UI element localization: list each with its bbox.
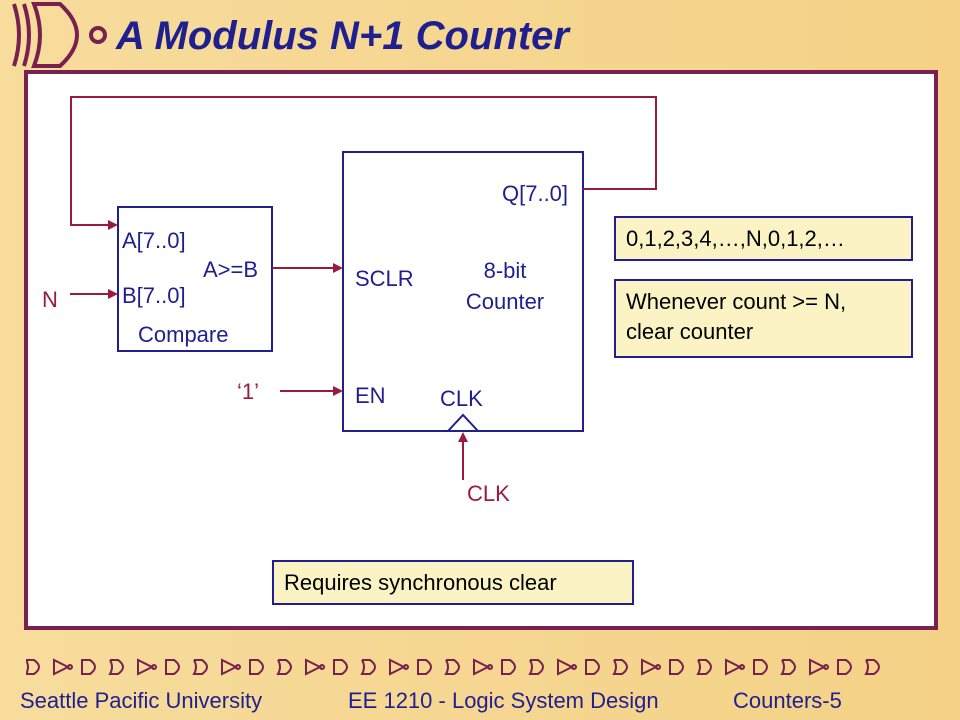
gate-decoration-icon xyxy=(221,658,242,676)
gate-row-decoration xyxy=(26,658,880,676)
sequence-note-text: 0,1,2,3,4,…,N,0,1,2,… xyxy=(626,226,845,251)
footer-course: EE 1210 - Logic System Design xyxy=(348,688,659,713)
counter-port-clk: CLK xyxy=(440,386,483,411)
arrowhead-sclr xyxy=(333,263,343,273)
clk-input-label: CLK xyxy=(467,481,510,506)
gate-decoration-icon xyxy=(417,659,432,675)
slide-title: A Modulus N+1 Counter xyxy=(116,14,569,58)
clear-note-line1: Whenever count >= N, xyxy=(626,289,847,314)
sync-clear-note-text: Requires synchronous clear xyxy=(284,570,557,595)
gate-decoration-icon xyxy=(53,658,74,676)
footer: Seattle Pacific University EE 1210 - Log… xyxy=(0,688,960,716)
counter-block xyxy=(342,151,584,432)
arrowhead-a xyxy=(108,220,118,230)
gate-decoration-icon xyxy=(249,659,264,675)
compare-port-out: A>=B xyxy=(203,257,258,282)
gate-decoration-icon xyxy=(276,659,292,675)
sequence-note: 0,1,2,3,4,…,N,0,1,2,… xyxy=(614,216,913,261)
compare-label: Compare xyxy=(138,322,228,347)
gate-decoration-icon xyxy=(780,659,796,675)
spu-logo-icon xyxy=(12,2,107,68)
arrowhead-clk xyxy=(458,432,468,442)
counter-label-line2: Counter xyxy=(466,289,544,314)
gate-decoration-icon xyxy=(612,659,628,675)
compare-port-b: B[7..0] xyxy=(122,283,186,308)
gate-decoration-icon xyxy=(864,659,880,675)
feedback-wire xyxy=(70,96,657,226)
gate-decoration-icon xyxy=(473,658,494,676)
gate-decoration-icon xyxy=(753,659,768,675)
gate-decoration-icon xyxy=(165,659,180,675)
clock-triangle-icon xyxy=(447,413,479,432)
gate-decoration-icon xyxy=(108,659,124,675)
gate-decoration-icon xyxy=(725,658,746,676)
gate-decoration-icon xyxy=(669,659,684,675)
clear-note-line2: clear counter xyxy=(626,318,754,344)
gate-decoration-icon xyxy=(137,658,158,676)
footer-slide-id: Counters-5 xyxy=(733,688,842,713)
gate-decoration-icon xyxy=(837,659,852,675)
gate-decoration-icon xyxy=(501,659,516,675)
gate-decoration-icon xyxy=(585,659,600,675)
sync-clear-note: Requires synchronous clear xyxy=(272,560,634,605)
footer-university: Seattle Pacific University xyxy=(20,688,263,713)
gate-decoration-icon xyxy=(696,659,712,675)
gate-decoration-icon xyxy=(641,658,662,676)
one-input-label: ‘1’ xyxy=(237,379,259,404)
clear-note: Whenever count >= N, clear counter xyxy=(614,279,913,358)
gate-decoration-icon xyxy=(557,658,578,676)
counter-port-sclr: SCLR xyxy=(355,266,414,291)
gate-decoration-icon xyxy=(81,659,96,675)
compare-block xyxy=(117,206,273,352)
n-input-label: N xyxy=(42,287,58,312)
arrowhead-en xyxy=(333,386,343,396)
gate-decoration-icon xyxy=(333,659,348,675)
counter-label-line1: 8-bit xyxy=(484,258,527,283)
arrowhead-b xyxy=(108,289,118,299)
counter-port-q: Q[7..0] xyxy=(502,181,568,206)
gate-decoration-icon xyxy=(305,658,326,676)
gate-decoration-icon xyxy=(360,659,376,675)
gate-decoration-icon xyxy=(26,659,40,675)
counter-port-en: EN xyxy=(355,383,386,408)
gate-decoration-icon xyxy=(444,659,460,675)
gate-decoration-icon xyxy=(192,659,208,675)
gate-decoration-icon xyxy=(528,659,544,675)
gate-decoration-icon xyxy=(389,658,410,676)
compare-port-a: A[7..0] xyxy=(122,228,186,253)
gate-decoration-icon xyxy=(809,658,830,676)
